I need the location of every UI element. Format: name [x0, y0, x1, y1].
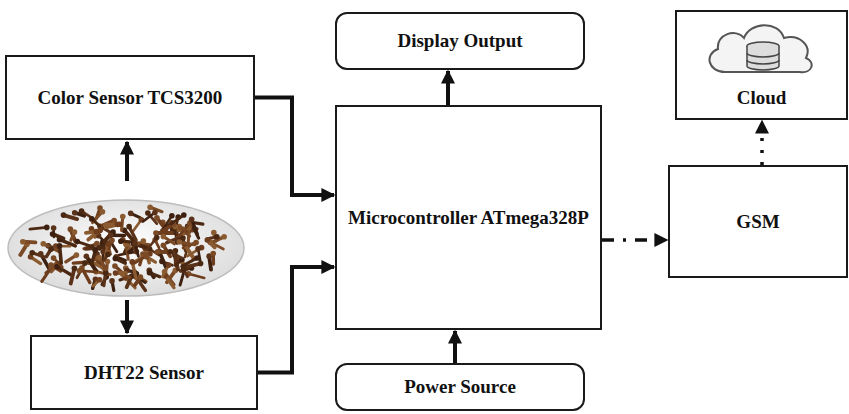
- sample-arrow: [125, 300, 129, 333]
- node-label: GSM: [730, 210, 785, 234]
- sample-arrow: [125, 142, 129, 181]
- wireless-link: [602, 238, 667, 242]
- clove-plate: [8, 200, 244, 296]
- cloud-box: Cloud: [675, 10, 848, 120]
- output-box: Display Output: [335, 12, 585, 70]
- node-label: Power Source: [398, 375, 522, 399]
- wireless-link: [760, 121, 764, 165]
- controller-box: Microcontroller ATmega328P: [335, 105, 602, 330]
- node-label: Display Output: [391, 29, 528, 53]
- signal-arrow: [446, 71, 450, 105]
- node-label: DHT22 Sensor: [78, 361, 210, 385]
- cloud-icon: [710, 25, 812, 72]
- gsm-box: GSM: [668, 165, 848, 278]
- sensor-box: Color Sensor TCS3200: [5, 55, 255, 140]
- sensor-box: DHT22 Sensor: [30, 335, 258, 410]
- node-label: Microcontroller ATmega328P: [342, 206, 595, 230]
- signal-arrow: [255, 98, 334, 196]
- signal-arrow: [453, 331, 457, 363]
- signal-arrow: [258, 267, 334, 373]
- node-label: Cloud: [731, 86, 793, 110]
- node-label: Color Sensor TCS3200: [32, 86, 229, 110]
- power-box: Power Source: [335, 363, 585, 411]
